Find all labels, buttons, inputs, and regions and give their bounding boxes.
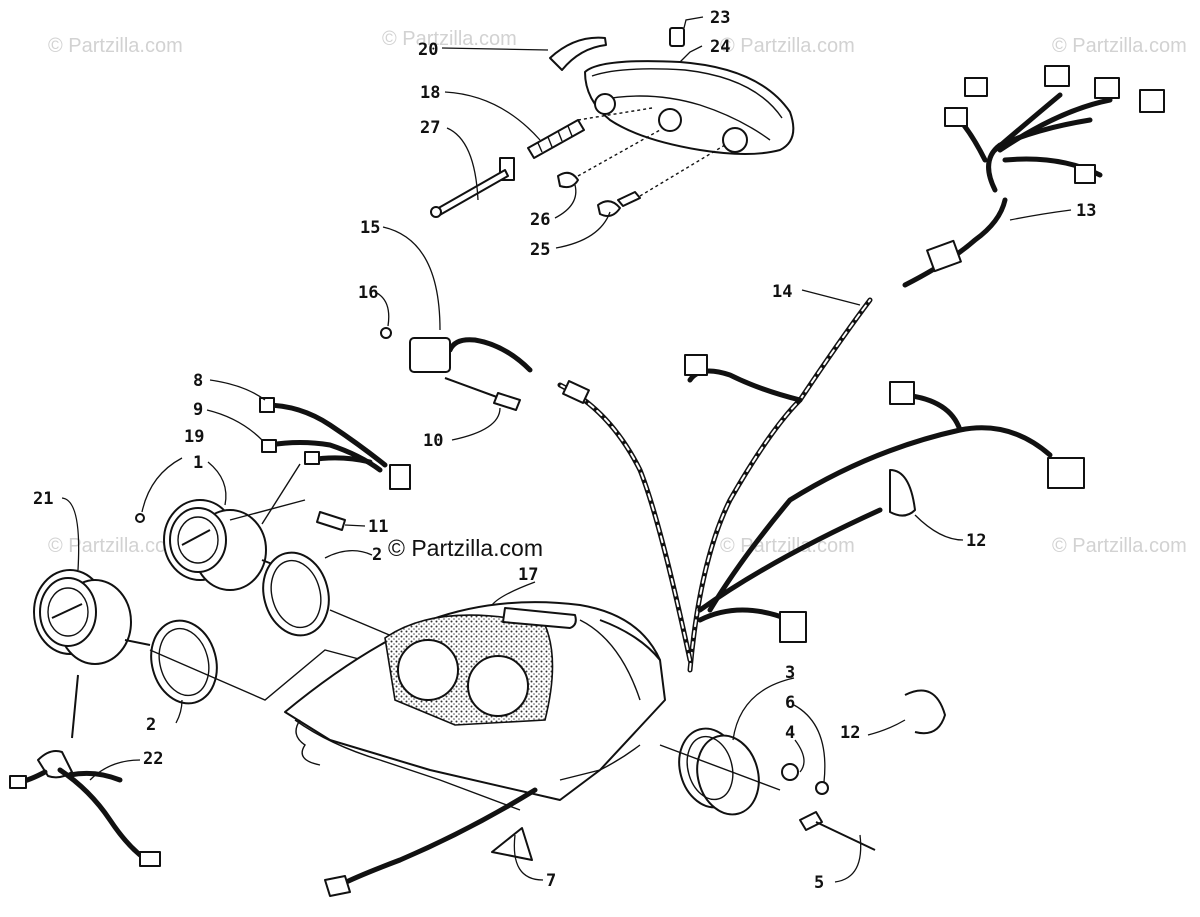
watermark-main: © Partzilla.com <box>388 535 543 561</box>
callout-5: 5 <box>814 873 824 893</box>
watermark-top-right: © Partzilla.com <box>720 35 855 57</box>
callout-12-upper: 12 <box>966 531 986 551</box>
callout-1: 1 <box>193 453 203 473</box>
callout-7: 7 <box>546 871 556 891</box>
callout-12-lower: 12 <box>840 723 860 743</box>
gauge-21 <box>33 569 151 665</box>
callout-2-bottom: 2 <box>146 715 156 735</box>
clamp-12 <box>904 689 946 735</box>
callout-14: 14 <box>772 282 792 302</box>
callout-25: 25 <box>530 240 550 260</box>
callout-numbers: 23 20 24 18 27 26 25 13 14 15 16 8 9 10 … <box>33 8 1096 893</box>
callout-10: 10 <box>423 431 443 451</box>
callout-19: 19 <box>184 427 204 447</box>
watermark-top-far-right: © Partzilla.com <box>1052 35 1187 57</box>
watermark-top-left: © Partzilla.com <box>48 35 183 57</box>
main-wiring-harness <box>684 65 1165 673</box>
watermark-mid-far-right: © Partzilla.com <box>1052 535 1187 557</box>
callout-13: 13 <box>1076 201 1096 221</box>
callout-18: 18 <box>420 83 440 103</box>
callout-9: 9 <box>193 400 203 420</box>
callout-22: 22 <box>143 749 163 769</box>
watermark-top-center: © Partzilla.com <box>382 28 517 50</box>
leader-lines <box>61 16 1072 883</box>
callout-17: 17 <box>518 565 538 585</box>
gauge-wiring <box>259 397 411 525</box>
callout-27: 27 <box>420 118 440 138</box>
watermarks: © Partzilla.com © Partzilla.com © Partzi… <box>48 28 1187 557</box>
watermark-mid-left: © Partzilla.com <box>48 535 183 557</box>
callout-20: 20 <box>418 40 438 60</box>
callout-26: 26 <box>530 210 550 230</box>
left-harness <box>380 327 693 663</box>
callout-15: 15 <box>360 218 380 238</box>
callout-16: 16 <box>358 283 378 303</box>
callout-8: 8 <box>193 371 203 391</box>
harness-22 <box>9 674 161 867</box>
callout-4: 4 <box>785 723 795 743</box>
callout-23: 23 <box>710 8 730 28</box>
headlight-hardware <box>430 107 726 218</box>
callout-11: 11 <box>368 517 388 537</box>
gauge-1 <box>135 499 346 591</box>
headlight-assembly <box>549 27 795 155</box>
callout-2-top: 2 <box>372 545 382 565</box>
callout-24: 24 <box>710 37 730 57</box>
callout-6: 6 <box>785 693 795 713</box>
cable-7 <box>324 787 538 897</box>
callout-3: 3 <box>785 663 795 683</box>
gauge-3 <box>659 727 876 851</box>
callout-21: 21 <box>33 489 53 509</box>
dash-console <box>284 601 666 811</box>
bezel-rings <box>149 499 521 705</box>
